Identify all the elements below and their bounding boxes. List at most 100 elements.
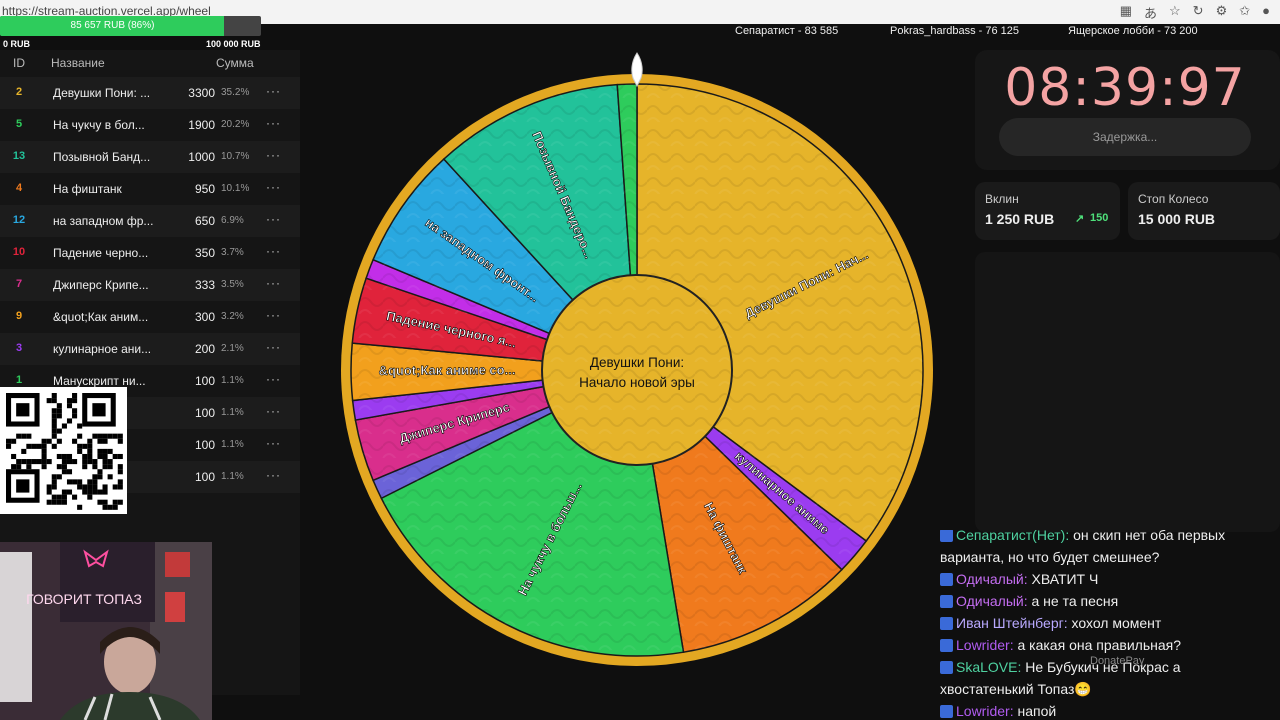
stat-label: Вклин bbox=[985, 192, 1019, 206]
refresh-icon[interactable]: ↻ bbox=[1192, 3, 1204, 18]
row-percent: 35.2% bbox=[221, 87, 250, 98]
wheel-segment-label: &quot;Как аниме со... bbox=[379, 362, 516, 378]
goal-progress-fill bbox=[0, 16, 224, 36]
badge-icon bbox=[940, 573, 953, 586]
stat-card-vklin: Вклин 1 250 RUB ↗ 150 bbox=[975, 182, 1120, 240]
more-options-icon[interactable]: ··· bbox=[266, 244, 281, 258]
stat-increment: 150 bbox=[1090, 212, 1109, 224]
wheel-pointer-icon bbox=[631, 52, 643, 88]
row-sum: 333 bbox=[194, 278, 215, 292]
table-header: ID Название Сумма bbox=[0, 50, 300, 72]
chat-author: SkaLOVE: bbox=[956, 659, 1022, 675]
star-icon[interactable]: ☆ bbox=[1169, 3, 1181, 18]
row-id: 9 bbox=[15, 310, 23, 322]
timer-panel: 08:39:97 Задержка... bbox=[975, 50, 1280, 170]
qr-code bbox=[0, 387, 127, 514]
row-sum: 3300 bbox=[188, 86, 215, 100]
leader-item: Сепаратист - 83 585 bbox=[735, 25, 839, 37]
row-id: 10 bbox=[12, 246, 26, 258]
more-options-icon[interactable]: ··· bbox=[266, 148, 281, 162]
chat-message: Сепаратист(Нет): он скип нет оба первых bbox=[940, 530, 1225, 546]
chat-text: ХВАТИТ Ч bbox=[1031, 571, 1099, 587]
more-options-icon[interactable]: ··· bbox=[266, 436, 281, 450]
more-options-icon[interactable]: ··· bbox=[266, 340, 281, 354]
row-id: 5 bbox=[15, 118, 23, 130]
more-options-icon[interactable]: ··· bbox=[266, 212, 281, 226]
webcam-overlay: ГОВОРИТ ТОПАЗ bbox=[0, 542, 212, 720]
leader-item: Ящерское лобби - 73 200 bbox=[1068, 25, 1198, 37]
chat-message: Одичалый: а не та песня bbox=[940, 590, 1118, 612]
row-name: На фиштанк bbox=[53, 182, 122, 196]
grid-icon[interactable]: ▦ bbox=[1119, 3, 1132, 18]
goal-max-label: 100 000 RUB bbox=[206, 39, 261, 49]
chat-text: а какая она правильная? bbox=[1017, 637, 1182, 653]
row-id: 1 bbox=[15, 374, 23, 386]
profile-icon[interactable]: ● bbox=[1262, 3, 1270, 18]
row-id: 2 bbox=[15, 86, 23, 98]
stat-value: 15 000 RUB bbox=[1138, 211, 1216, 227]
chat-text: напой bbox=[1017, 703, 1057, 719]
more-options-icon[interactable]: ··· bbox=[266, 180, 281, 194]
stat-card-stop-wheel: Стоп Колесо 15 000 RUB bbox=[1128, 182, 1280, 240]
goal-progress-bar: 85 657 RUB (86%) bbox=[0, 16, 261, 36]
chat-text: хохол момент bbox=[1071, 615, 1162, 631]
chat-message: Lowrider: а какая она правильная? bbox=[940, 634, 1181, 656]
table-row[interactable]: 9&quot;Как аним... 300 3.2% ··· bbox=[0, 301, 300, 333]
row-name: Позывной Банд... bbox=[53, 150, 151, 164]
more-options-icon[interactable]: ··· bbox=[266, 308, 281, 322]
extension-icon[interactable]: ⚙ bbox=[1215, 3, 1228, 18]
row-percent: 3.2% bbox=[221, 311, 244, 322]
row-percent: 6.9% bbox=[221, 215, 244, 226]
row-name: Манускрипт ни... bbox=[53, 374, 146, 388]
chat-author: Одичалый: bbox=[956, 593, 1028, 609]
more-options-icon[interactable]: ··· bbox=[266, 404, 281, 418]
header-sum: Сумма bbox=[216, 56, 254, 70]
row-percent: 1.1% bbox=[221, 439, 244, 450]
more-options-icon[interactable]: ··· bbox=[266, 468, 281, 482]
more-options-icon[interactable]: ··· bbox=[266, 276, 281, 290]
donatepay-label: DonatePay bbox=[1090, 655, 1145, 667]
row-percent: 2.1% bbox=[221, 343, 244, 354]
chat-message: Одичалый: ХВАТИТ Ч bbox=[940, 568, 1098, 590]
row-percent: 10.1% bbox=[221, 183, 250, 194]
row-name: кулинарное ани... bbox=[53, 342, 152, 356]
row-sum: 100 bbox=[194, 470, 215, 484]
row-percent: 1.1% bbox=[221, 375, 244, 386]
row-name: &quot;Как аним... bbox=[53, 310, 149, 324]
chat-message: варианта, но что будет смешнее? bbox=[940, 546, 1159, 568]
badge-icon bbox=[940, 705, 953, 718]
favorites-icon[interactable]: ✩ bbox=[1239, 3, 1251, 18]
chat-message: Иван Штейнберг: хохол момент bbox=[940, 612, 1161, 634]
more-options-icon[interactable]: ··· bbox=[266, 116, 281, 130]
row-percent: 1.1% bbox=[221, 471, 244, 482]
delay-button[interactable]: Задержка... bbox=[999, 118, 1251, 156]
row-percent: 3.7% bbox=[221, 247, 244, 258]
badge-icon bbox=[940, 595, 953, 608]
timer-value: 08:39:97 bbox=[1004, 58, 1246, 118]
more-options-icon[interactable]: ··· bbox=[266, 84, 281, 98]
chat-text: варианта, но что будет смешнее? bbox=[940, 549, 1160, 565]
address-bar[interactable]: https://stream-auction.vercel.app/wheel bbox=[2, 4, 211, 18]
header-name: Название bbox=[51, 56, 105, 70]
chat-text: хвостатенький Топаз😁 bbox=[940, 681, 1092, 697]
row-sum: 300 bbox=[194, 310, 215, 324]
row-percent: 1.1% bbox=[221, 407, 244, 418]
chat-author: Сепаратист(Нет): bbox=[956, 530, 1070, 543]
translate-icon[interactable]: あ bbox=[1144, 6, 1158, 21]
more-options-icon[interactable]: ··· bbox=[266, 372, 281, 386]
trend-up-icon: ↗ bbox=[1075, 213, 1085, 225]
row-sum: 350 bbox=[194, 246, 215, 260]
chat-overlay: Сепаратист(Нет): он скип нет оба первых в… bbox=[933, 530, 1280, 720]
neon-sign-text: ГОВОРИТ ТОПАЗ bbox=[26, 591, 142, 607]
